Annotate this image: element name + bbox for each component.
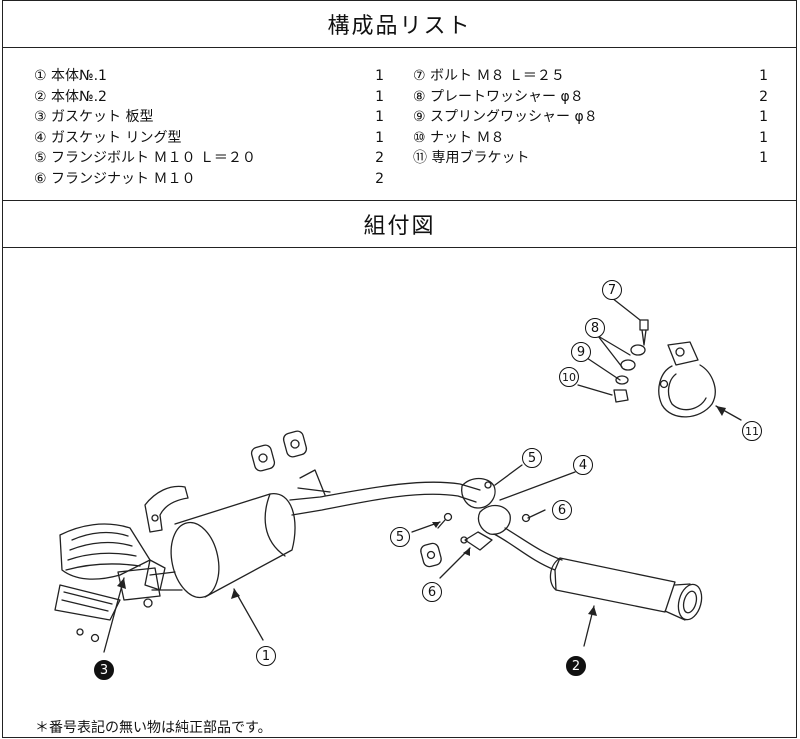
part-row: ⑤ フランジボルト Ｍ１０ Ｌ＝２０ 2 <box>34 148 394 169</box>
callout-6b: 6 <box>422 582 442 602</box>
part-number: ⑦ <box>413 68 426 84</box>
part-number: ① <box>34 68 47 84</box>
part-qty: 1 <box>759 68 768 84</box>
part-row: ④ ガスケット リング型 1 <box>34 128 394 149</box>
assembly-diagram-title: 組付図 <box>2 200 797 248</box>
part-name: 本体№.1 <box>51 68 107 84</box>
part-qty: 1 <box>375 88 384 105</box>
part-qty: 2 <box>759 88 768 105</box>
part-name: 本体№.2 <box>51 88 107 105</box>
callout-3: 3 <box>94 660 114 680</box>
part-row: ⑪ 専用ブラケット 1 <box>413 148 773 169</box>
hardware-drawing <box>613 319 649 403</box>
part-number: ⑩ <box>413 129 426 146</box>
callout-7: 7 <box>602 280 622 300</box>
part-row: ⑨ スプリングワッシャー φ８ 1 <box>413 107 773 128</box>
part-qty: 2 <box>375 150 384 166</box>
flange-joint-drawing <box>437 477 531 551</box>
oem-catalyst-drawing <box>54 523 166 643</box>
oem-bracket-drawing <box>144 485 189 533</box>
part-number: ⑥ <box>34 170 47 187</box>
part-number: ⑨ <box>413 109 426 125</box>
parts-list-right: ⑦ ボルト Ｍ８ Ｌ＝２５ 1 ⑧ プレートワッシャー φ８ 2 ⑨ スプリングワッ… <box>413 66 773 169</box>
part-name: フランジナット Ｍ１０ <box>51 170 196 187</box>
callout-11: 11 <box>742 421 762 441</box>
part-row: ⑥ フランジナット Ｍ１０ 2 <box>34 169 394 190</box>
part-number: ② <box>34 88 47 105</box>
muffler-no2-drawing <box>493 527 703 621</box>
part-name: 専用ブラケット <box>431 150 530 166</box>
part-qty: 1 <box>759 109 768 125</box>
callout-2: 2 <box>566 656 586 676</box>
part-qty: 1 <box>375 129 384 146</box>
part-number: ③ <box>34 109 47 125</box>
leader-lines <box>103 297 742 653</box>
part-qty: 2 <box>375 170 384 187</box>
callout-6a: 6 <box>552 500 572 520</box>
callout-1: 1 <box>256 646 276 666</box>
part-number: ⑤ <box>34 150 47 166</box>
part-row: ① 本体№.1 1 <box>34 66 394 87</box>
callout-9: 9 <box>571 342 591 362</box>
special-bracket-drawing <box>658 341 716 418</box>
part-number: ⑧ <box>413 88 426 105</box>
callout-4: 4 <box>573 455 593 475</box>
part-qty: 1 <box>759 150 768 166</box>
part-name: ガスケット 板型 <box>51 109 154 125</box>
leader-arrows <box>117 406 726 616</box>
part-row: ⑧ プレートワッシャー φ８ 2 <box>413 87 773 108</box>
part-row: ③ ガスケット 板型 1 <box>34 107 394 128</box>
part-qty: 1 <box>759 129 768 146</box>
parts-list-left: ① 本体№.1 1 ② 本体№.2 1 ③ ガスケット 板型 1 ④ ガスケット リン… <box>34 66 394 189</box>
part-row: ② 本体№.2 1 <box>34 87 394 108</box>
part-row: ⑩ ナット Ｍ８ 1 <box>413 128 773 149</box>
part-name: フランジボルト Ｍ１０ Ｌ＝２０ <box>51 150 256 166</box>
part-number: ⑪ <box>413 150 427 166</box>
part-row: ⑦ ボルト Ｍ８ Ｌ＝２５ 1 <box>413 66 773 87</box>
callout-8: 8 <box>585 318 605 338</box>
parts-list-title: 構成品リスト <box>2 0 797 48</box>
part-number: ④ <box>34 129 47 146</box>
callout-5b: 5 <box>390 527 410 547</box>
part-name: ガスケット リング型 <box>51 129 182 146</box>
callout-10: 10 <box>559 367 579 387</box>
part-name: プレートワッシャー φ８ <box>430 88 584 105</box>
part-name: ボルト Ｍ８ Ｌ＝２５ <box>430 68 565 84</box>
part-name: ナット Ｍ８ <box>430 129 505 146</box>
muffler-no1-drawing <box>117 469 481 601</box>
part-qty: 1 <box>375 68 384 84</box>
part-name: スプリングワッシャー φ８ <box>430 109 598 125</box>
footnote: ＊番号表記の無い物は純正部品です。 <box>35 720 272 736</box>
part-qty: 1 <box>375 109 384 125</box>
oem-hangers-drawing <box>250 430 442 568</box>
callout-5a: 5 <box>522 448 542 468</box>
